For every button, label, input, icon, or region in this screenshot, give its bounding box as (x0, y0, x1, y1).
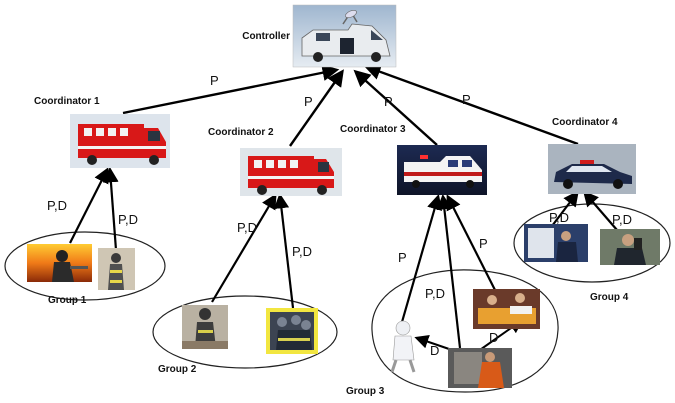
edge-group-3-coordinator-3-b (436, 193, 462, 349)
rescuer-icon (448, 348, 512, 388)
coordinator-4-label: Coordinator 4 (552, 117, 618, 128)
coordinator-3-label: Coordinator 3 (340, 124, 406, 135)
edge-label: P (210, 73, 219, 88)
edge-label: P (304, 94, 313, 109)
edge-label: D (430, 343, 439, 358)
group-4-members: Group 4 (524, 224, 660, 303)
edge-coordinator-4-controller (363, 63, 579, 146)
coordinator-1-node: Coordinator 1 (34, 96, 170, 168)
edge-label: P,D (47, 198, 67, 213)
edge-group-3-coordinator-3-a (400, 194, 442, 323)
firefighter-icon (98, 248, 135, 290)
edge-label: P,D (425, 286, 445, 301)
edge-group-1-coordinator-1-b (103, 166, 119, 251)
edge-label: P,D (612, 212, 632, 227)
coordinator-2-node: Coordinator 2 (208, 127, 342, 196)
group-3-members: Group 3 (346, 289, 540, 397)
edge-label: P (479, 236, 488, 251)
group-2-members: Group 2 (158, 305, 318, 375)
edge-label: P,D (292, 244, 312, 259)
edge-label: D (489, 330, 498, 345)
paramedic-team-icon (473, 289, 540, 329)
group-1-ellipse (4, 231, 166, 301)
edge-label: P,D (237, 220, 257, 235)
police-officer-icon (524, 224, 588, 262)
controller-label: Controller (242, 31, 290, 42)
firefighter-team-icon (266, 308, 318, 354)
edge-group-2-coordinator-2-b (273, 192, 295, 309)
edge-label: P,D (549, 210, 569, 225)
edge-label: P,D (118, 212, 138, 227)
hazmat-suit-icon (390, 320, 416, 373)
firefighter-icon (182, 305, 228, 349)
edge-label: P (462, 92, 471, 107)
edge-group-1-coordinator-1-a (69, 167, 109, 244)
coordinator-3-node: Coordinator 3 (340, 124, 487, 195)
coordinator-2-label: Coordinator 2 (208, 127, 274, 138)
controller-node: Controller (242, 4, 397, 68)
edge-group-2-coordinator-2-a (211, 193, 277, 303)
coordinator-4-node: Coordinator 4 (548, 117, 636, 194)
edge-label: P (398, 250, 407, 265)
edge-group-4-coordinator-4-b (582, 190, 618, 231)
group-3-label: Group 3 (346, 386, 385, 397)
firefighter-icon (27, 244, 92, 282)
group-2-label: Group 2 (158, 364, 197, 375)
group-3-ellipse (371, 269, 559, 393)
edge-label: P (384, 94, 393, 109)
edge-coordinator-3-controller (353, 69, 438, 146)
group-1-members: Group 1 (27, 244, 135, 306)
edge-group-4-coordinator-4-a (551, 190, 579, 227)
police-officer-icon (600, 229, 660, 265)
edge-group-3-internal-a (414, 335, 453, 351)
group-2-ellipse (152, 295, 338, 369)
group-4-label: Group 4 (590, 292, 629, 303)
group-1-label: Group 1 (48, 295, 87, 306)
edge-group-3-coordinator-3-c (446, 194, 497, 293)
coordinator-1-label: Coordinator 1 (34, 96, 100, 107)
edge-coordinator-1-controller (122, 64, 340, 115)
edge-coordinator-2-controller (289, 69, 344, 147)
